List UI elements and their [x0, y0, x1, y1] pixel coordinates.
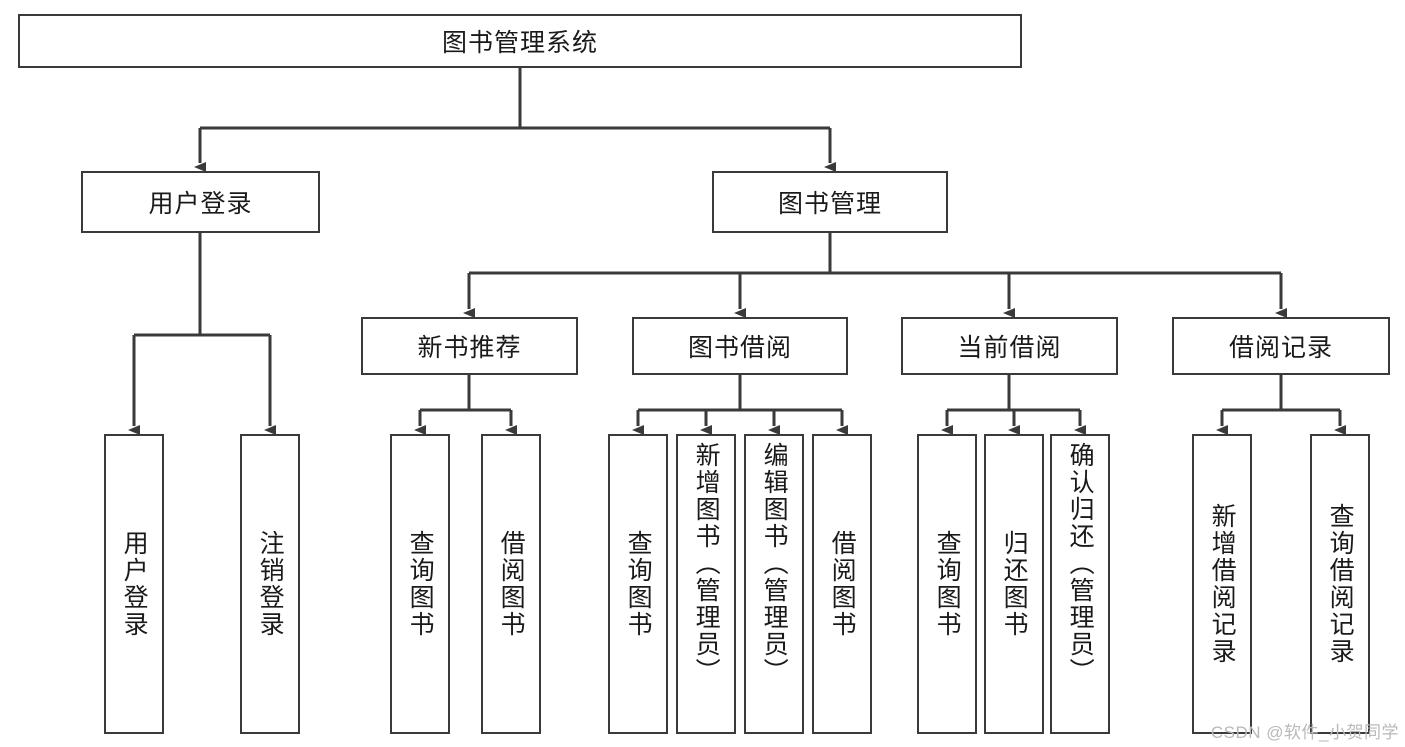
node-leaf-add-book-label: 新增图书（管理员） [692, 442, 721, 685]
node-leaf-query-record[interactable]: 查询借阅记录 [1310, 434, 1370, 734]
node-leaf-borrow-book-rec[interactable]: 借阅图书 [481, 434, 541, 734]
node-leaf-confirm-return[interactable]: 确认归还（管理员） [1050, 434, 1110, 734]
node-leaf-query-book-rec[interactable]: 查询图书 [390, 434, 450, 734]
node-leaf-return-book-label: 归还图书 [1000, 530, 1029, 638]
node-leaf-logout-label: 注销登录 [256, 530, 285, 638]
node-leaf-edit-book-label: 编辑图书（管理员） [760, 442, 789, 685]
node-leaf-borrow-book-rec-label: 借阅图书 [497, 530, 526, 638]
node-leaf-logout[interactable]: 注销登录 [240, 434, 300, 734]
node-leaf-query-book-rec-label: 查询图书 [406, 530, 435, 638]
node-leaf-borrow-book-label: 借阅图书 [828, 530, 857, 638]
node-leaf-return-book[interactable]: 归还图书 [984, 434, 1044, 734]
node-book-borrow-label: 图书借阅 [687, 334, 792, 362]
node-book-manage-label: 图书管理 [777, 190, 882, 218]
node-borrow-record[interactable]: 借阅记录 [1172, 317, 1390, 375]
node-new-book-recommend[interactable]: 新书推荐 [361, 317, 578, 375]
node-leaf-add-book[interactable]: 新增图书（管理员） [676, 434, 736, 734]
node-leaf-query-book-borrow[interactable]: 查询图书 [608, 434, 668, 734]
node-leaf-query-book-borrow-label: 查询图书 [624, 530, 653, 638]
node-leaf-edit-book[interactable]: 编辑图书（管理员） [744, 434, 804, 734]
node-leaf-query-record-label: 查询借阅记录 [1326, 503, 1355, 665]
node-borrow-record-label: 借阅记录 [1228, 334, 1333, 362]
node-root-label: 图书管理系统 [441, 29, 598, 57]
node-user-login-label: 用户登录 [148, 190, 253, 218]
node-leaf-confirm-return-label: 确认归还（管理员） [1066, 442, 1095, 685]
node-leaf-query-book-cur-label: 查询图书 [933, 530, 962, 638]
node-leaf-add-record-label: 新增借阅记录 [1208, 503, 1237, 665]
node-leaf-add-record[interactable]: 新增借阅记录 [1192, 434, 1252, 734]
node-current-borrow[interactable]: 当前借阅 [901, 317, 1118, 375]
node-leaf-user-login[interactable]: 用户登录 [104, 434, 164, 734]
node-root[interactable]: 图书管理系统 [18, 14, 1022, 68]
node-leaf-query-book-cur[interactable]: 查询图书 [917, 434, 977, 734]
node-leaf-user-login-label: 用户登录 [120, 530, 149, 638]
node-leaf-borrow-book[interactable]: 借阅图书 [812, 434, 872, 734]
node-current-borrow-label: 当前借阅 [957, 334, 1062, 362]
node-new-book-recommend-label: 新书推荐 [417, 334, 522, 362]
node-book-borrow[interactable]: 图书借阅 [632, 317, 848, 375]
node-book-manage[interactable]: 图书管理 [712, 171, 948, 233]
node-user-login[interactable]: 用户登录 [81, 171, 320, 233]
watermark-text: CSDN @软件_小贺同学 [1210, 723, 1399, 742]
